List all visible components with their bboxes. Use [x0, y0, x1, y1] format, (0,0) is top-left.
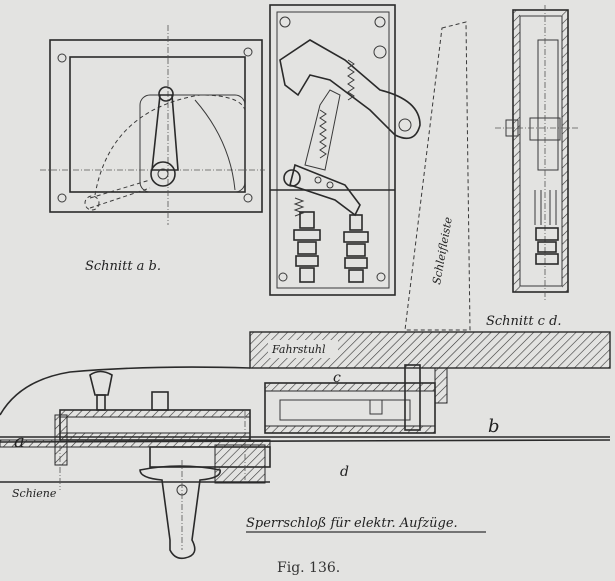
plan-view-lock	[40, 25, 265, 225]
car-beam: Fahrstuhl	[249, 331, 611, 369]
terminal-left	[293, 211, 321, 283]
label-a: a	[14, 431, 25, 452]
mechanism-view	[269, 4, 421, 296]
label-schiene: Schiene	[12, 487, 57, 500]
label-d: d	[340, 464, 349, 480]
label-b: b	[488, 416, 500, 437]
terminal-right	[343, 214, 369, 283]
label-c: c	[333, 370, 341, 386]
figure-caption: Fig. 136.	[277, 560, 340, 576]
label-fahrstuhl: Fahrstuhl	[271, 343, 326, 356]
section-cd-view	[495, 5, 580, 300]
drawing-title: Sperrschloß für elektr. Aufzüge.	[246, 516, 458, 531]
label-section-cd: Schnitt c d.	[486, 314, 562, 329]
label-schleifleiste: Schleifleiste	[430, 216, 455, 286]
lock-side-section	[0, 364, 611, 560]
label-section-ab: Schnitt a b.	[85, 259, 161, 274]
contact-strip: Schleifleiste	[404, 21, 471, 331]
